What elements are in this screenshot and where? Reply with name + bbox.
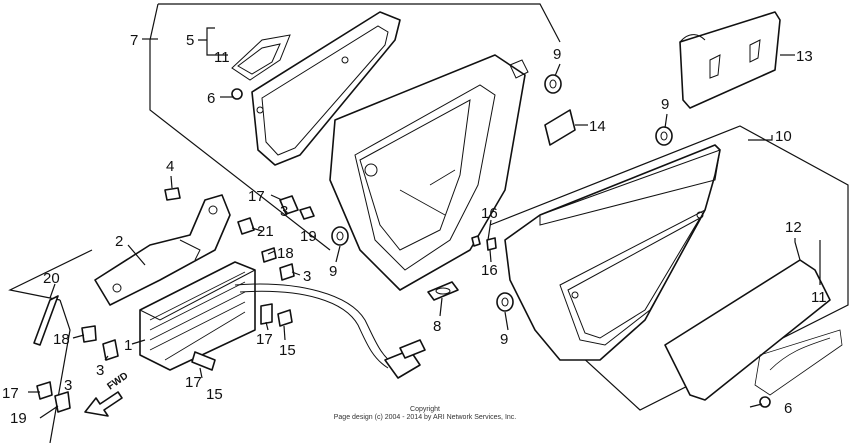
hardware (33, 88, 771, 413)
left-side-cover (329, 54, 529, 291)
sheet-13 (679, 11, 781, 109)
copyright-notice: Copyright Page design (c) 2004 - 2014 by… (0, 406, 850, 422)
callout-2: 2 (115, 233, 123, 250)
copyright-line-1: Copyright (410, 406, 440, 413)
callout-3-left: 3 (96, 362, 104, 379)
callout-20: 20 (43, 270, 60, 287)
callout-6-left: 6 (207, 90, 215, 107)
wiring-harness (234, 283, 426, 379)
leader-lines (28, 27, 821, 419)
callout-labels: 7 5 11 6 9 13 9 14 10 4 17 3 19 21 2 18 … (2, 32, 827, 427)
callout-12: 12 (785, 219, 802, 236)
callout-18-top: 18 (277, 245, 294, 262)
callout-19-top: 19 (300, 228, 317, 245)
grommets-9 (331, 74, 673, 312)
callout-18-bottom: 18 (53, 331, 70, 348)
callout-9-top: 9 (553, 46, 561, 63)
label-14 (544, 109, 576, 146)
callout-5: 5 (186, 32, 194, 49)
callout-7: 7 (130, 32, 138, 49)
callout-9-left: 9 (329, 263, 337, 280)
callout-21: 21 (257, 223, 274, 240)
callout-3-bottom: 3 (64, 377, 72, 394)
callout-6-right: 6 (784, 400, 792, 417)
callout-17-low: 17 (185, 374, 202, 391)
right-side-cover (504, 144, 721, 361)
bracket-2 (94, 194, 231, 306)
left-side-cover-panel (231, 11, 401, 166)
callout-1: 1 (124, 337, 132, 354)
callout-3-mid: 3 (303, 268, 311, 285)
callout-17-mid: 17 (256, 331, 273, 348)
callout-13: 13 (796, 48, 813, 65)
group-7-frame (158, 3, 561, 43)
callout-11-right: 11 (811, 289, 827, 306)
group-10-frame (489, 125, 849, 411)
collar-8 (427, 281, 459, 301)
callout-14: 14 (589, 118, 606, 135)
callout-9-mid: 9 (661, 96, 669, 113)
callout-11-left: 11 (214, 49, 230, 66)
callout-16-top: 16 (481, 205, 498, 222)
callout-16-bottom: 16 (481, 262, 498, 279)
callout-19-bottom: 19 (10, 410, 27, 427)
regulator-rectifier (139, 261, 256, 371)
callout-3-top: 3 (280, 203, 288, 220)
callout-17-top: 17 (248, 188, 265, 205)
callout-17-bottom: 17 (2, 385, 19, 402)
fwd-label: FWD (105, 370, 130, 392)
callout-15-low: 15 (206, 386, 223, 403)
callout-8: 8 (433, 318, 441, 335)
callout-10: 10 (775, 128, 792, 145)
callout-4: 4 (166, 158, 174, 175)
emblem-plate (664, 259, 843, 401)
copyright-line-2: Page design (c) 2004 - 2014 by ARI Netwo… (333, 414, 517, 421)
callout-15-mid: 15 (279, 342, 296, 359)
callout-9-bottom: 9 (500, 331, 508, 348)
